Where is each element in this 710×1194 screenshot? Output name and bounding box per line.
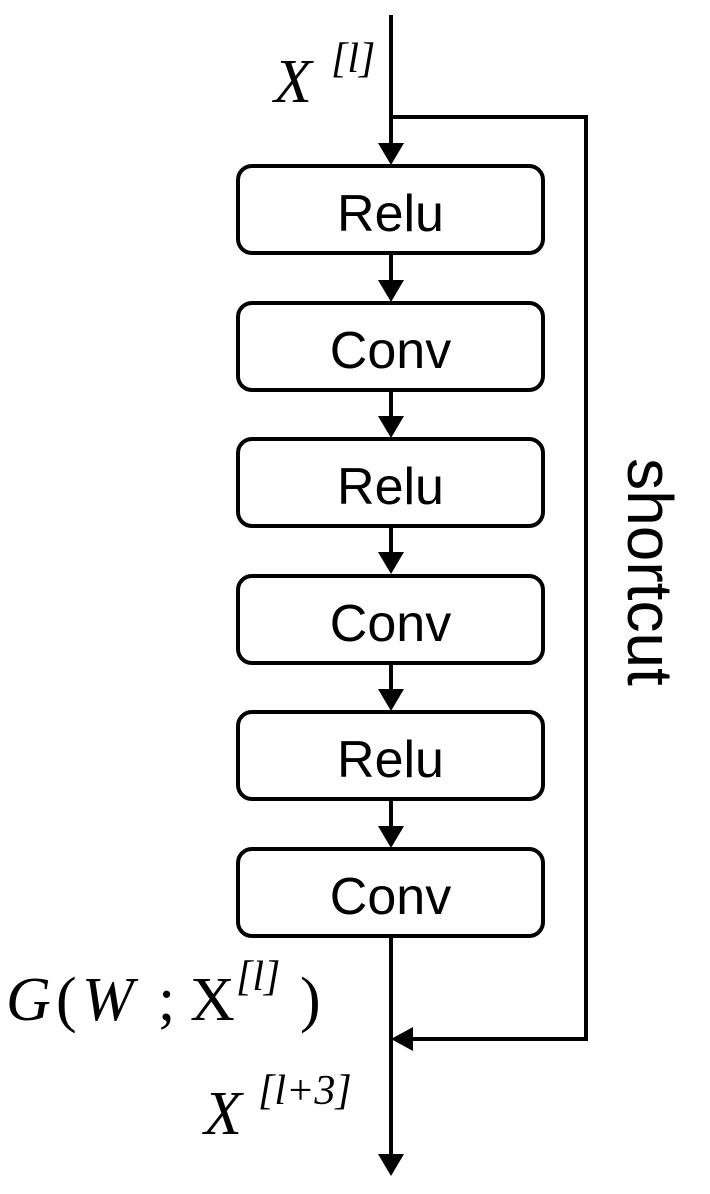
arrow-into-layer-4 — [378, 552, 404, 574]
layer-label-5: Relu — [337, 731, 444, 789]
output-label: X [l+3] — [201, 1068, 352, 1148]
arrow-into-layer-2 — [378, 280, 404, 302]
residual-func-name: G — [6, 966, 51, 1034]
input-label: X [l] — [271, 36, 375, 116]
shortcut-merge-arrow — [391, 1027, 413, 1051]
layer-label-6: Conv — [330, 868, 451, 926]
residual-separator: ; — [158, 966, 175, 1034]
residual-var: X — [190, 966, 235, 1034]
residual-weight: W — [82, 966, 139, 1034]
layer-label-2: Conv — [330, 322, 451, 380]
layer-label-1: Relu — [337, 185, 444, 243]
arrow-into-layer-6 — [378, 826, 404, 848]
layer-box-2: Conv — [236, 301, 545, 392]
output-label-superscript: [l+3] — [258, 1068, 352, 1114]
layer-box-3: Relu — [236, 437, 545, 528]
output-arrow — [378, 1154, 404, 1176]
residual-function-label: G ( W ; X [l] ) — [6, 954, 321, 1034]
arrow-into-layer-1 — [378, 143, 404, 165]
residual-superscript: [l] — [236, 954, 280, 1000]
shortcut-path — [391, 115, 588, 1041]
layer-box-1: Relu — [236, 164, 545, 255]
layer-box-4: Conv — [236, 574, 545, 665]
layer-label-3: Relu — [337, 458, 444, 516]
output-label-base: X — [201, 1080, 244, 1148]
arrow-into-layer-3 — [378, 416, 404, 438]
input-label-superscript: [l] — [331, 36, 375, 82]
layer-box-5: Relu — [236, 710, 545, 801]
arrow-into-layer-5 — [378, 689, 404, 711]
layer-box-6: Conv — [236, 847, 545, 938]
input-label-base: X — [271, 48, 314, 116]
residual-close-paren: ) — [300, 966, 321, 1034]
layer-label-4: Conv — [330, 595, 451, 653]
residual-open-paren: ( — [56, 966, 77, 1034]
shortcut-label: shortcut — [614, 458, 686, 686]
